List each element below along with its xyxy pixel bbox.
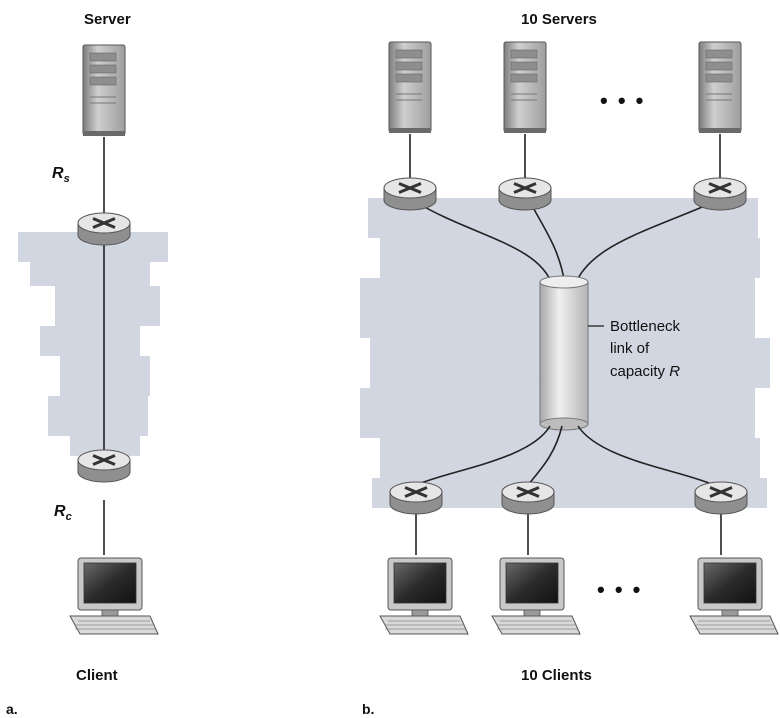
desktop-computer-icon bbox=[689, 557, 779, 635]
server-tower-icon bbox=[388, 41, 432, 134]
router-icon bbox=[388, 480, 444, 516]
servers-ellipsis: • • • bbox=[600, 88, 645, 113]
bottleneck-label-line3: capacity R bbox=[610, 363, 680, 380]
clients-label: 10 Clients bbox=[521, 667, 592, 684]
bottleneck-label-line1: Bottleneck bbox=[610, 318, 681, 335]
router-icon bbox=[693, 480, 749, 516]
server-tower-icon bbox=[698, 41, 742, 134]
client-link-rate: Rc bbox=[54, 503, 72, 523]
router-icon bbox=[692, 176, 748, 212]
panel-a-label: a. bbox=[6, 701, 18, 717]
servers-label: 10 Servers bbox=[521, 11, 597, 28]
desktop-computer-icon bbox=[491, 557, 581, 635]
upper-access-links bbox=[415, 201, 715, 286]
server-tower-icon bbox=[503, 41, 547, 134]
bottleneck-link bbox=[539, 275, 589, 431]
server-tower-icon bbox=[82, 44, 126, 137]
desktop-computer-icon bbox=[69, 557, 159, 635]
server-label: Server bbox=[84, 11, 131, 28]
lower-access-links bbox=[415, 425, 715, 486]
panel-b-label: b. bbox=[362, 701, 374, 717]
bottleneck-label-line2: link of bbox=[610, 340, 650, 357]
router-icon bbox=[76, 211, 132, 247]
router-icon bbox=[497, 176, 553, 212]
client-label: Client bbox=[76, 667, 118, 684]
clients-ellipsis: • • • bbox=[597, 577, 642, 602]
router-icon bbox=[382, 176, 438, 212]
server-link-rate: Rs bbox=[52, 165, 70, 185]
router-icon bbox=[76, 448, 132, 484]
network-cloud-a bbox=[18, 232, 168, 456]
router-icon bbox=[500, 480, 556, 516]
desktop-computer-icon bbox=[379, 557, 469, 635]
